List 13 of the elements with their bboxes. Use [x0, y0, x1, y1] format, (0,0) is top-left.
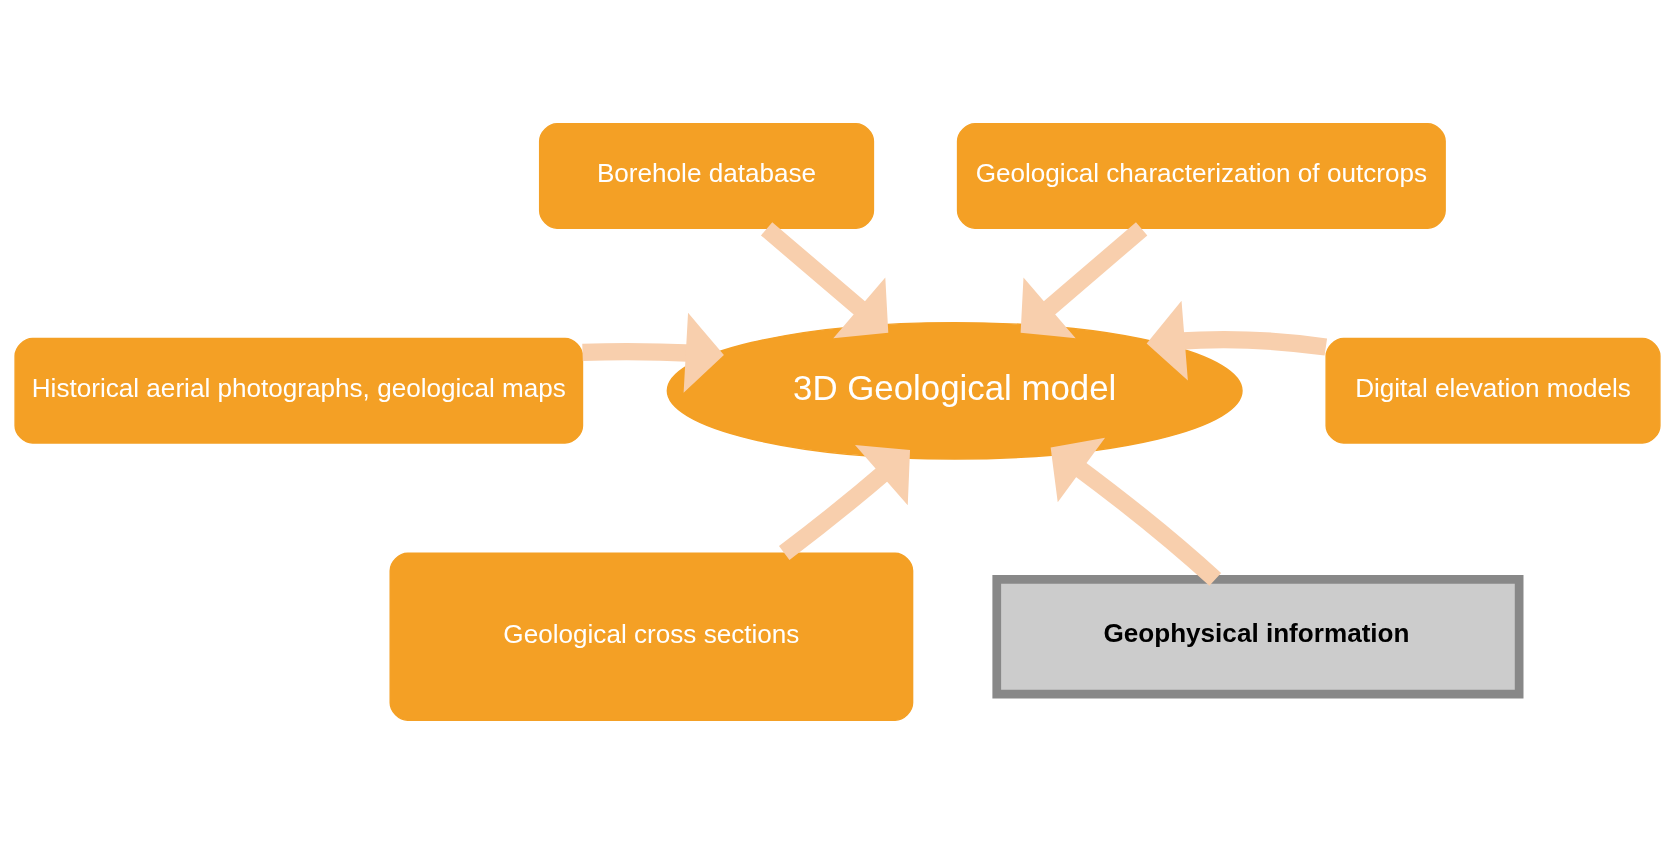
node-box: Geophysical information [992, 574, 1524, 698]
node-box: Digital elevation models [1325, 337, 1661, 444]
arrow [582, 312, 724, 393]
node-box: Geological characterization of outcrops [956, 122, 1446, 229]
node-box: Geological cross sections [389, 552, 914, 721]
arrow [760, 221, 889, 338]
arrow [1146, 300, 1327, 380]
arrow [1020, 221, 1148, 338]
arrow [1050, 437, 1222, 586]
node-ellipse: 3D Geological model [666, 321, 1243, 460]
node-box: Borehole database [538, 122, 875, 229]
arrow [778, 444, 911, 560]
node-box: Historical aerial photographs, geological maps [14, 337, 584, 444]
